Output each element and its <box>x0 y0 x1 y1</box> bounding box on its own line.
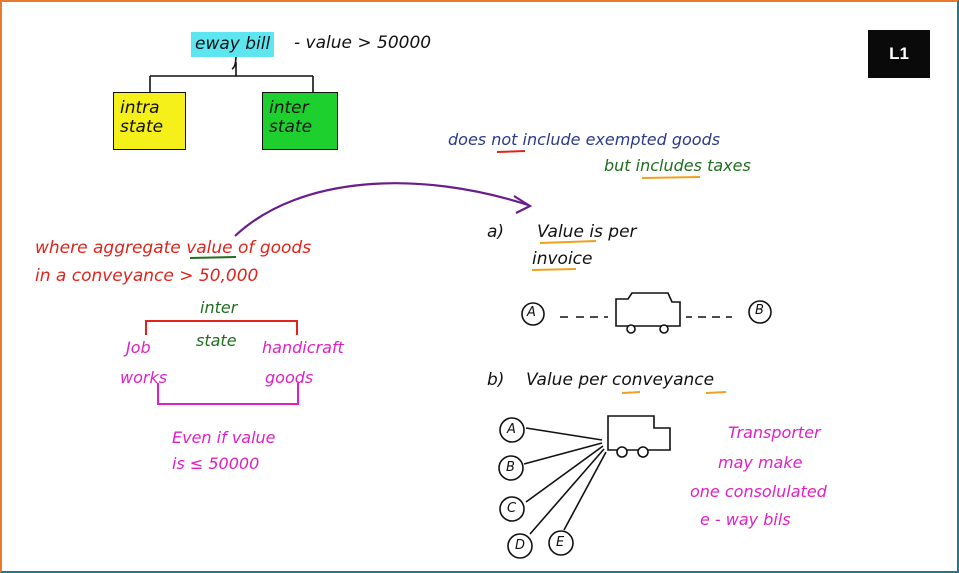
inter-line1: inter <box>269 98 309 118</box>
b-node-b: B <box>506 460 515 475</box>
magenta-bracket <box>157 383 299 405</box>
red-value: value <box>186 238 233 258</box>
underline-value <box>189 256 237 259</box>
b-node-c: C <box>507 501 517 516</box>
works-label: works <box>120 368 168 387</box>
underline-includes <box>641 176 701 179</box>
line-e-truck <box>563 451 607 531</box>
job-label: Job <box>126 338 151 357</box>
transporter-l3: one consolulated <box>690 482 827 501</box>
underline-invoice <box>531 268 577 271</box>
even-line2: is ≤ 50000 <box>172 454 260 473</box>
b-label: b) <box>487 370 505 390</box>
note-includes: includes <box>635 156 702 175</box>
red-aggregate: where aggregate <box>35 238 181 258</box>
truck-b <box>607 415 671 451</box>
note-line1: does not include exempted goods <box>448 132 720 148</box>
handicraft-label: handicraft <box>262 338 344 357</box>
node-a-circle <box>521 302 545 326</box>
b-value-per: Value per <box>526 370 607 390</box>
b-text: Value per conveyance <box>526 372 714 389</box>
intra-line1: intra <box>120 98 160 118</box>
inter-label: inter <box>200 298 238 317</box>
a-is-per: is per <box>589 222 637 242</box>
node-b-c-circle <box>499 496 525 522</box>
transporter-l1: Transporter <box>728 423 821 442</box>
state-label: state <box>196 331 237 350</box>
b-node-d: D <box>515 538 526 553</box>
truck-b-wheel-2 <box>637 446 649 458</box>
eway-condition: - value > 50000 <box>294 33 432 53</box>
line-c-truck <box>525 445 604 503</box>
a-node-b-label: B <box>755 303 764 318</box>
b-conveyance: conveyance <box>611 370 715 390</box>
truck-a <box>615 292 681 327</box>
truck-a-wheel-2 <box>659 324 669 334</box>
note-line2: but includes taxes <box>604 158 751 174</box>
purple-arrow <box>234 182 529 237</box>
red-line1: where aggregate value of goods <box>35 240 311 257</box>
node-b-circle <box>748 300 772 324</box>
goods-label: goods <box>265 368 314 387</box>
intra-line2: state <box>120 117 164 137</box>
purple-arrow-head <box>513 195 533 214</box>
tree-connector <box>149 54 314 92</box>
node-b-e-circle <box>548 530 574 556</box>
note-exempted: include exempted goods <box>522 130 721 149</box>
underline-not <box>496 150 526 153</box>
inter-line2: state <box>269 117 313 137</box>
eway-bill-label: eway bill <box>191 32 275 57</box>
underline-value-a <box>539 240 597 244</box>
b-node-e: E <box>556 535 565 550</box>
truck-a-wheel-1 <box>626 324 636 334</box>
transporter-l2: may make <box>718 453 803 472</box>
transporter-l4: e - way bils <box>700 510 791 529</box>
note-taxes: taxes <box>707 156 751 175</box>
a-invoice: invoice <box>532 249 593 269</box>
a-line1: Value is per <box>537 224 637 241</box>
node-b-a-circle <box>499 417 525 443</box>
a-label: a) <box>487 222 505 242</box>
node-b-d-circle <box>507 533 533 559</box>
intra-state-box: intra state <box>113 92 186 150</box>
node-b-b-circle <box>498 455 524 481</box>
line-b-truck <box>523 442 603 465</box>
even-line1: Even if value <box>172 428 276 447</box>
note-not: not <box>491 130 518 149</box>
slide-badge: L1 <box>868 30 930 78</box>
b-node-a: A <box>507 422 516 437</box>
note-does: does <box>448 130 487 149</box>
line-a-truck <box>525 427 603 441</box>
red-of-goods: of goods <box>238 238 312 258</box>
a-node-a-label: A <box>527 305 536 320</box>
inter-state-box: inter state <box>262 92 338 150</box>
note-but: but <box>604 156 631 175</box>
underline-conveyance <box>621 391 727 394</box>
red-line2: in a conveyance > 50,000 <box>35 266 259 286</box>
red-bracket <box>145 320 298 335</box>
a-value: Value <box>537 222 584 242</box>
line-d-truck <box>529 448 605 535</box>
truck-b-wheel-1 <box>616 446 628 458</box>
